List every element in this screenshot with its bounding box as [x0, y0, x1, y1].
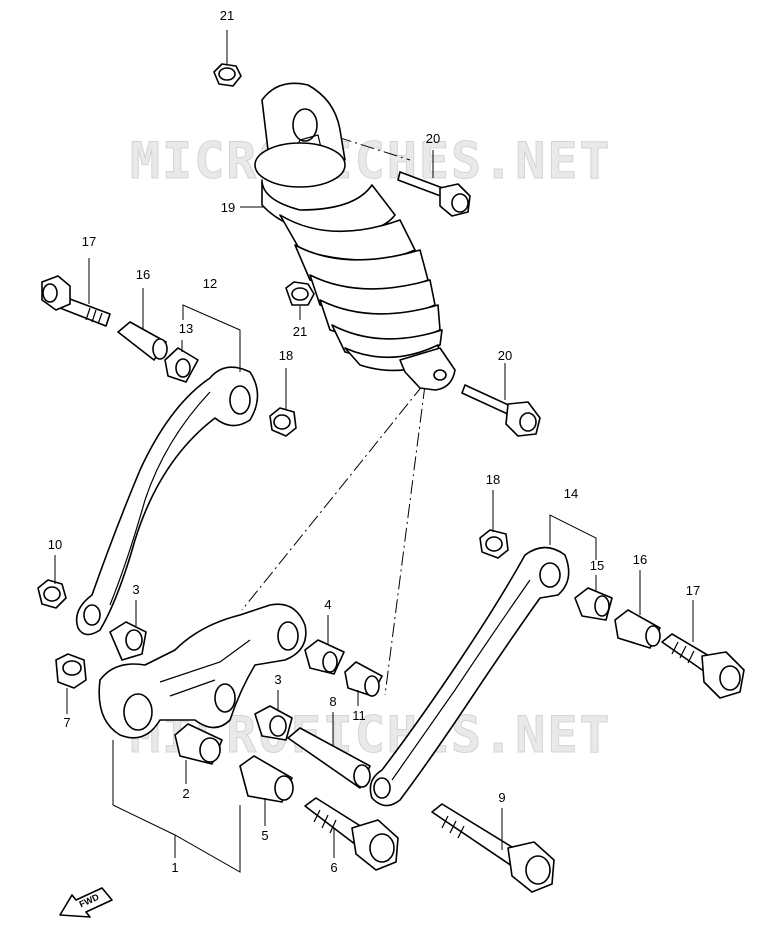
- callout-5: 5: [261, 828, 268, 843]
- assembly-line-right: [384, 384, 426, 696]
- callout-18-left: 18: [279, 348, 293, 363]
- spacer-11: [344, 661, 383, 697]
- leader-lines: [54, 30, 694, 873]
- callout-3-lower: 3: [274, 672, 281, 687]
- callout-16-left: 16: [136, 267, 150, 282]
- nut-18-right: [479, 529, 509, 559]
- callout-numbers: 21 20 19 17 16 12 13 21 18 20 18 14 10 1…: [48, 8, 700, 875]
- callout-21-top: 21: [220, 8, 234, 23]
- callout-11: 11: [352, 708, 366, 723]
- bearing-2: [174, 723, 223, 765]
- assembly-line-top: [314, 129, 411, 161]
- nut-7: [55, 653, 87, 689]
- callout-20-mid: 20: [498, 348, 512, 363]
- bearing-13: [164, 347, 199, 383]
- cushion-rod-14-right: [369, 546, 570, 807]
- callout-9: 9: [498, 790, 505, 805]
- nut-21-top: [213, 63, 242, 87]
- bearing-3-upper: [109, 621, 147, 661]
- callout-3-upper: 3: [132, 582, 139, 597]
- nut-18-left: [269, 407, 297, 437]
- collar-16-right: [614, 609, 661, 649]
- rear-shock-absorber: [254, 82, 456, 391]
- bolt-17-right: [661, 633, 745, 699]
- callout-15: 15: [590, 558, 604, 573]
- bearing-15: [574, 587, 613, 621]
- callout-21-mid: 21: [293, 324, 307, 339]
- cushion-lever: [98, 603, 307, 739]
- forward-direction-arrow: FWD: [59, 887, 113, 918]
- callout-2: 2: [182, 786, 189, 801]
- callout-8: 8: [329, 694, 336, 709]
- callout-20-top: 20: [426, 131, 440, 146]
- callout-12: 12: [203, 276, 217, 291]
- nut-21-mid: [285, 281, 315, 306]
- callout-13: 13: [179, 321, 193, 336]
- callout-1: 1: [171, 860, 178, 875]
- bolt-6: [304, 797, 399, 871]
- callout-17-left: 17: [82, 234, 96, 249]
- bolt-20-top: [397, 171, 471, 217]
- bolt-17-left: [41, 275, 111, 327]
- callout-10: 10: [48, 537, 62, 552]
- callout-19: 19: [221, 200, 235, 215]
- callout-7: 7: [63, 715, 70, 730]
- callout-14: 14: [564, 486, 578, 501]
- bolt-20-mid: [461, 384, 541, 437]
- spacer-8: [287, 727, 371, 789]
- assembly-line-left: [241, 384, 424, 611]
- watermark-top: MICROFICHES.NET: [130, 132, 612, 190]
- spacer-4: [304, 639, 345, 675]
- callout-18-right: 18: [486, 472, 500, 487]
- nut-10: [37, 579, 67, 609]
- callout-4: 4: [324, 597, 331, 612]
- callout-17-right: 17: [686, 583, 700, 598]
- callout-16-right: 16: [633, 552, 647, 567]
- bearing-3-lower: [254, 705, 293, 741]
- collar-16-left: [117, 321, 168, 361]
- bolt-9: [431, 803, 555, 893]
- cushion-rod-12-left: [75, 366, 259, 636]
- callout-6: 6: [330, 860, 337, 875]
- spacer-5: [239, 755, 294, 803]
